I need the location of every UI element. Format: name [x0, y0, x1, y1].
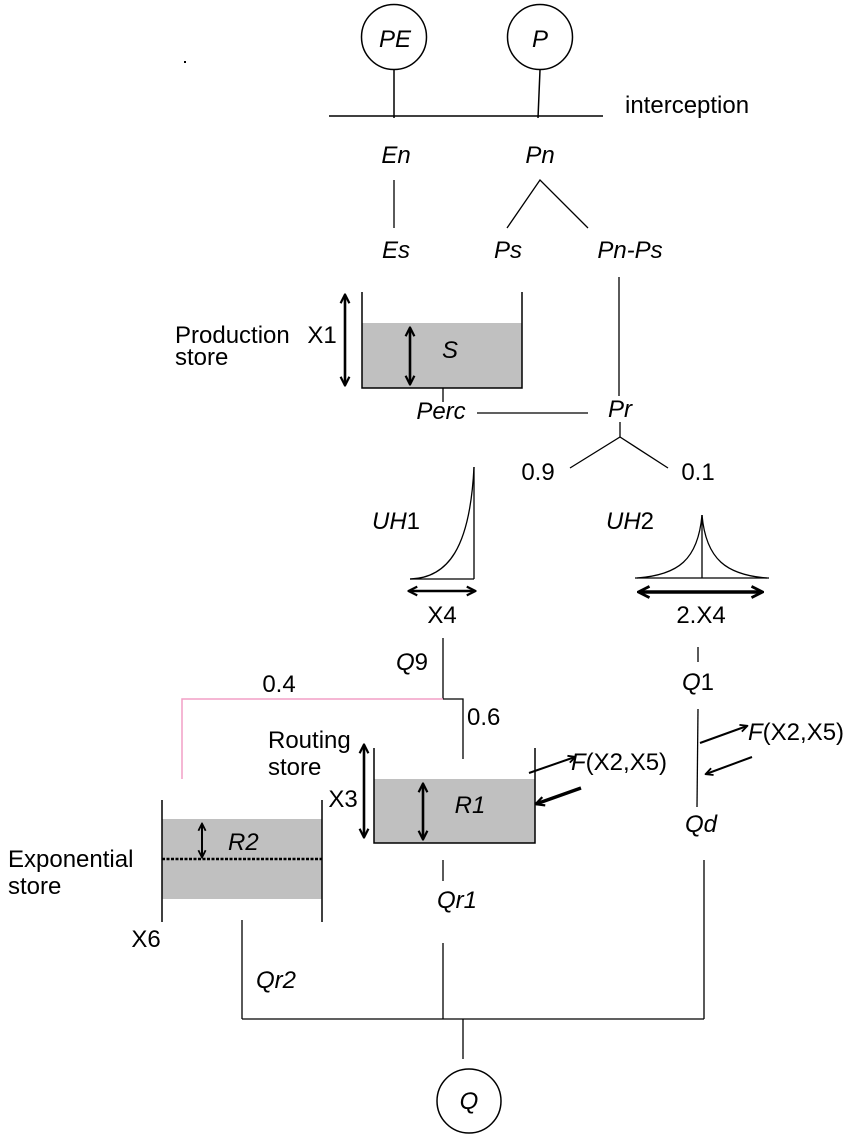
pr-split-lines	[569, 436, 669, 469]
pr-label: Pr	[608, 396, 633, 423]
pe-label: PE	[379, 26, 412, 53]
q9-label-index: 9	[415, 649, 428, 676]
split-0-1-label: 0.1	[681, 459, 714, 486]
q-output-node: Q	[436, 1068, 502, 1134]
q1-to-qd-line	[696, 708, 699, 808]
ps-label: Ps	[494, 237, 522, 264]
x6-label: X6	[131, 926, 160, 953]
uh2-label-index: 2	[641, 508, 654, 535]
pe-input-node: PE	[360, 3, 428, 71]
q1-label: Q1	[682, 669, 714, 696]
qr2-label: Qr2	[256, 967, 296, 994]
uh2-label: UH2	[606, 508, 654, 535]
split-0-9-label: 0.9	[521, 459, 554, 486]
pn-split-lines	[506, 178, 589, 229]
production-store-fill	[362, 323, 522, 388]
production-store-label-line2: store	[175, 344, 228, 371]
direct-exchange-f: F	[748, 719, 764, 746]
q-label: Q	[460, 1088, 479, 1115]
q1-label-name: Q	[682, 669, 701, 696]
pn-label: Pn	[525, 142, 554, 169]
routing-exchange-in-arrow-icon	[536, 786, 582, 804]
split-0-4-label: 0.4	[262, 671, 295, 698]
production-store: S	[345, 292, 523, 389]
direct-exchange-args: (X2,X5)	[763, 719, 844, 746]
uh2-curve-right	[701, 514, 768, 579]
pn-ps-label: Pn-Ps	[597, 237, 662, 264]
production-store-label-line1: Production	[175, 322, 290, 349]
q9-label-name: Q	[396, 649, 415, 676]
direct-exchange-label: F(X2,X5)	[748, 719, 844, 746]
uh2-label-name: UH	[606, 508, 641, 535]
q9-to-exponential-line	[181, 698, 443, 779]
x3-label: X3	[328, 786, 357, 813]
q9-label: Q9	[396, 649, 428, 676]
2x4-label: 2.X4	[676, 602, 725, 629]
x4-label: X4	[427, 602, 456, 629]
q1-label-index: 1	[701, 669, 714, 696]
interception-label: interception	[625, 92, 749, 119]
exponential-store-label-line1: Exponential	[8, 846, 133, 873]
routing-store-walls	[373, 748, 536, 844]
routing-store-label-line1: Routing	[268, 727, 351, 754]
s-level-label: S	[442, 337, 458, 364]
uh1-label-name: UH	[372, 508, 407, 535]
p-label: P	[532, 26, 548, 53]
es-label: Es	[382, 237, 410, 264]
routing-store-label-line2: store	[268, 754, 321, 781]
q-circle	[436, 1068, 502, 1134]
routing-exchange-args: (X2,X5)	[586, 749, 667, 776]
uh1-label-index: 1	[407, 508, 420, 535]
p-input-node: P	[506, 3, 574, 71]
stray-dot	[184, 61, 186, 63]
routing-store: R1	[364, 745, 536, 844]
uh1-unit-hydrograph: UH1 X4	[372, 466, 475, 629]
routing-exchange-label: F(X2,X5)	[571, 749, 667, 776]
q9-to-routing-line	[443, 698, 464, 759]
routing-store-fill	[374, 779, 535, 843]
uh2-unit-hydrograph: UH2 2.X4	[606, 508, 769, 629]
routing-exchange-f: F	[571, 749, 587, 776]
exponential-store-label-line2: store	[8, 873, 61, 900]
p-stem	[537, 69, 541, 119]
r2-level-label: R2	[228, 829, 259, 856]
qr1-label: Qr1	[437, 887, 477, 914]
exponential-store: R2	[161, 800, 323, 922]
direct-exchange-out-arrow-icon	[699, 726, 747, 744]
x1-label: X1	[307, 322, 336, 349]
uh2-curve-left	[636, 514, 703, 579]
p-circle	[506, 3, 574, 71]
production-store-walls	[361, 292, 523, 389]
en-label: En	[381, 142, 410, 169]
perc-label: Perc	[416, 398, 465, 425]
uh1-label: UH1	[372, 508, 420, 535]
pe-circle	[360, 3, 428, 71]
split-0-6-label: 0.6	[467, 704, 500, 731]
r1-level-label: R1	[455, 792, 486, 819]
direct-exchange-in-arrow-icon	[706, 756, 753, 774]
uh1-curve	[409, 466, 475, 580]
routing-exchange-out-arrow-icon	[528, 757, 575, 774]
qd-label: Qd	[685, 811, 718, 838]
